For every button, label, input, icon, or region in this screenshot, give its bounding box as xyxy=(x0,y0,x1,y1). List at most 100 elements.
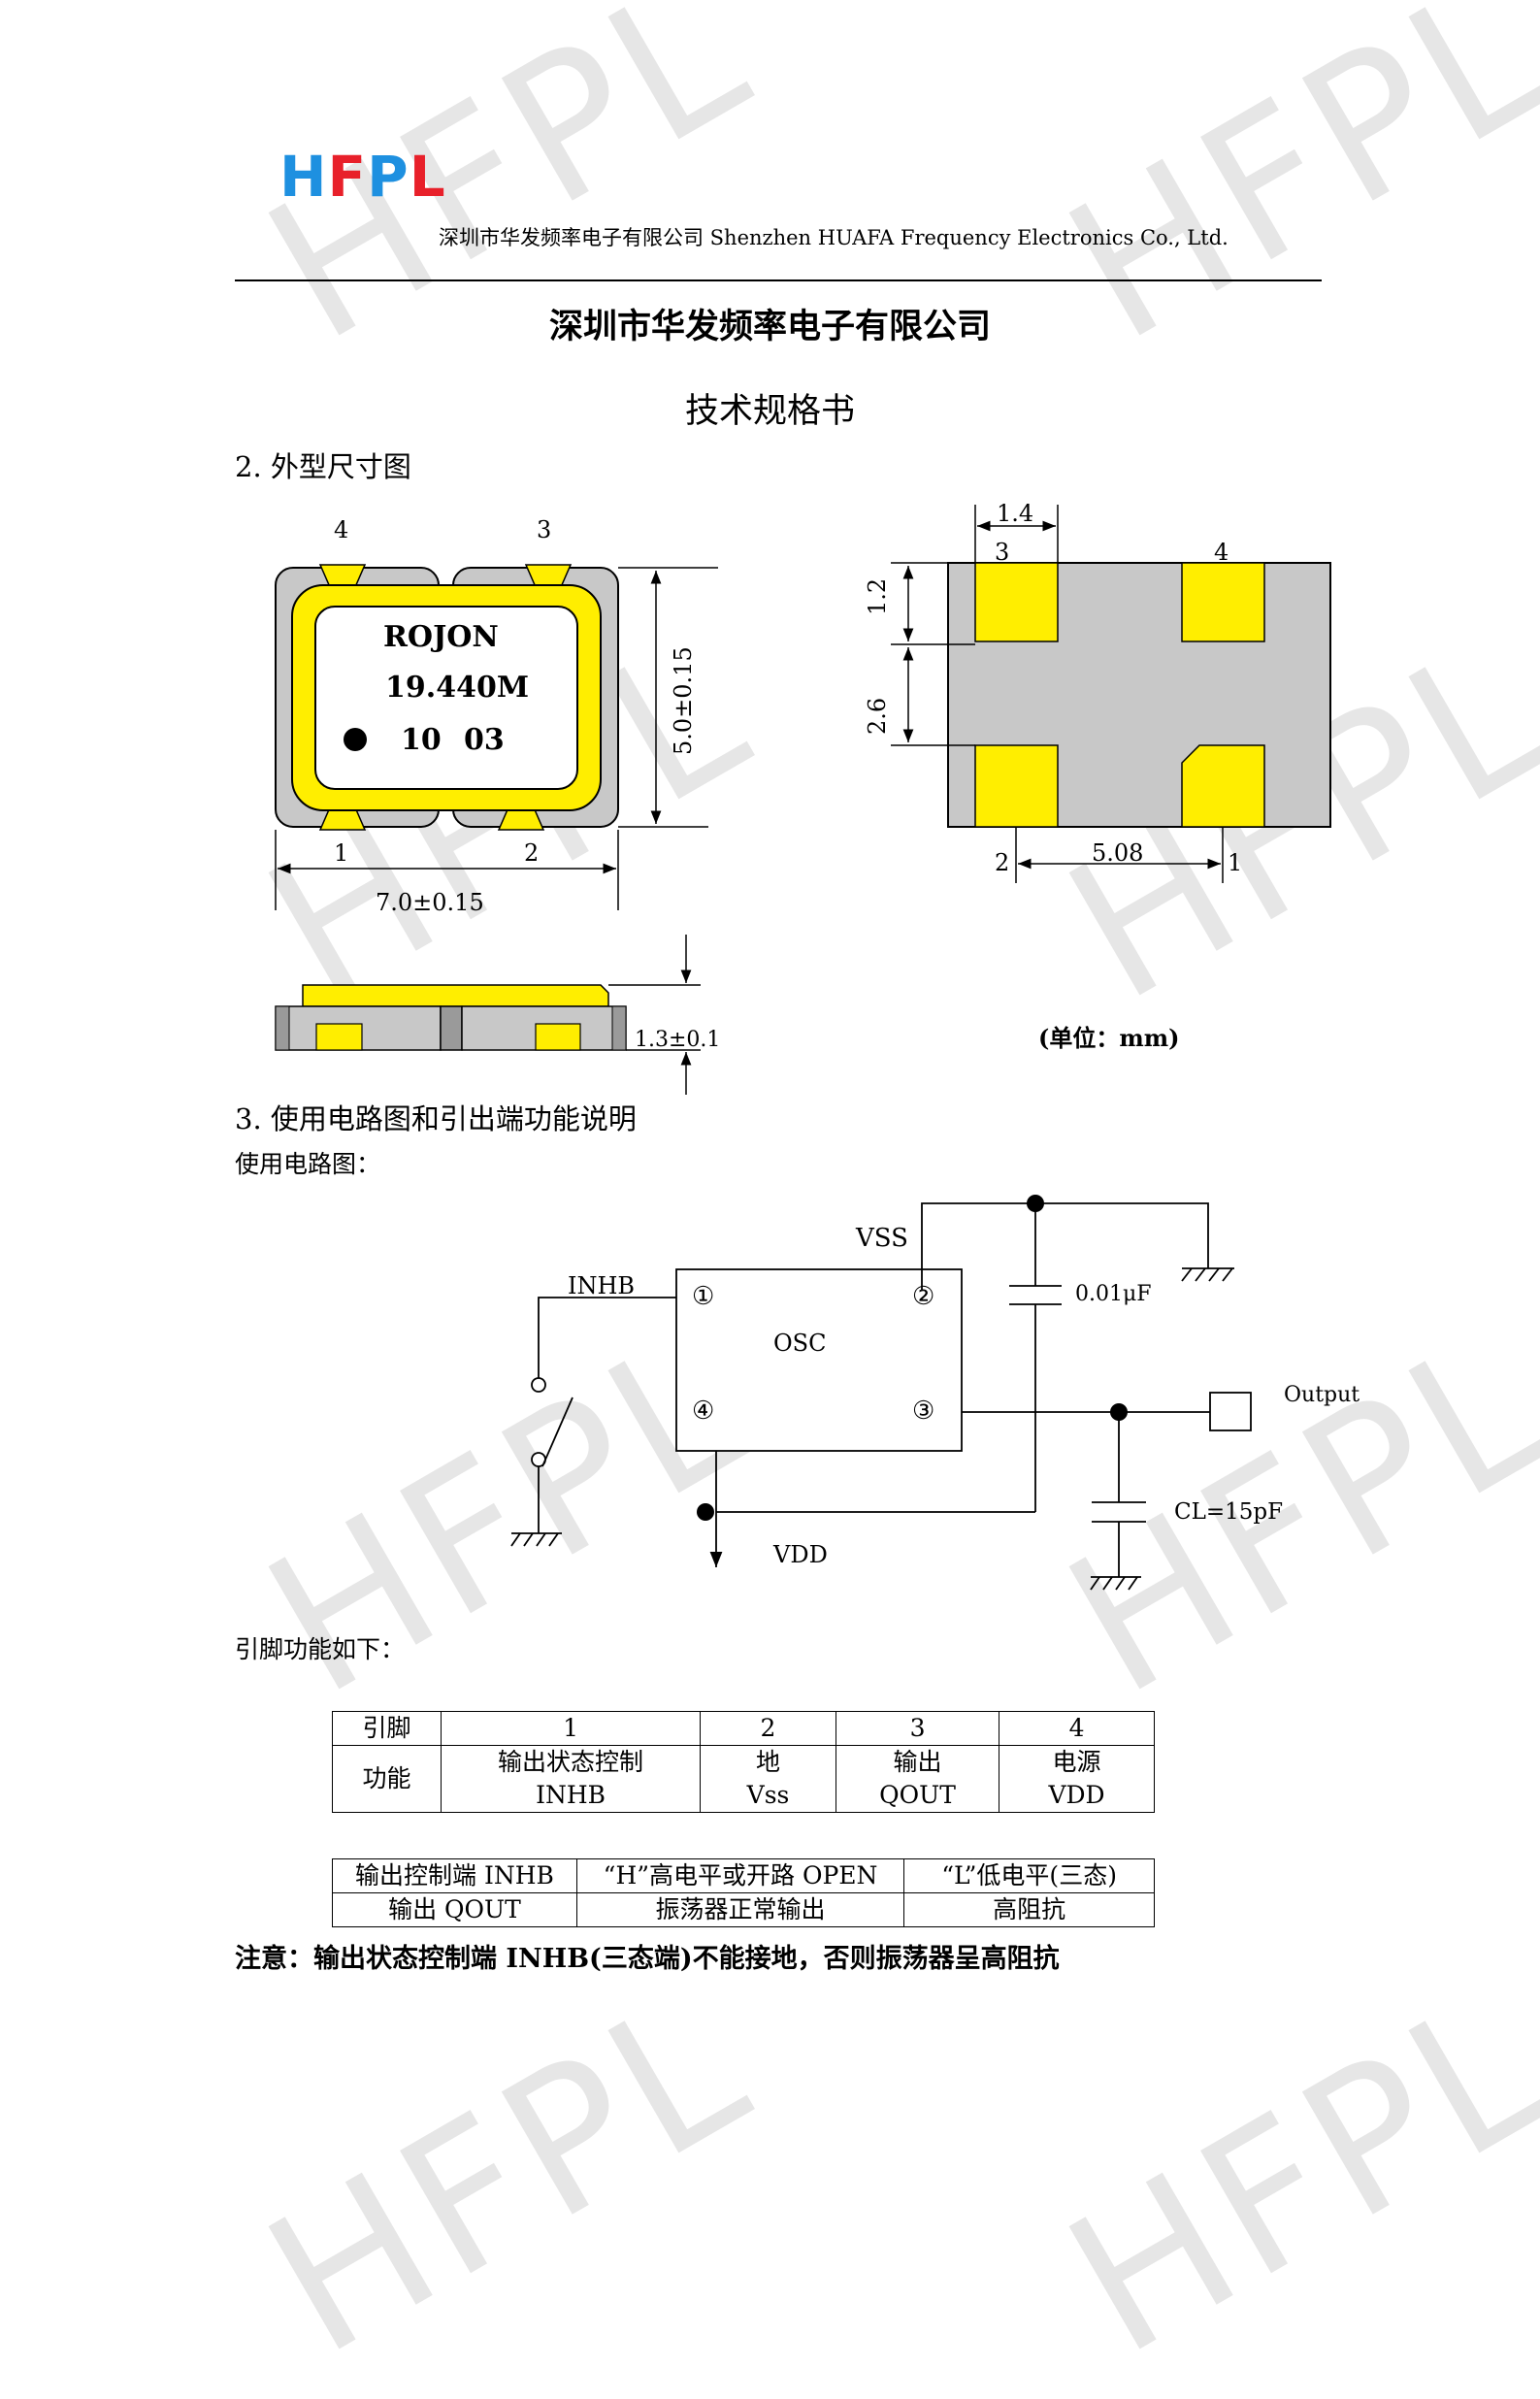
table-cell: 电源 VDD xyxy=(999,1745,1155,1813)
marking-frequency: 19.440M xyxy=(385,671,529,705)
pin1-label: ① xyxy=(692,1282,714,1311)
table-cell: 2 xyxy=(700,1711,836,1746)
application-circuit: VSS INHB OSC ① ② ④ ③ 0.01μF Output CL=15… xyxy=(510,1195,1360,1591)
pin-label-3: 3 xyxy=(537,516,551,543)
pad-4 xyxy=(1181,562,1265,642)
load-ground-hatch xyxy=(1102,1576,1113,1591)
logo-letter-l: L xyxy=(409,144,446,210)
marking-code-a: 10 xyxy=(401,723,442,757)
pin4-label: ④ xyxy=(692,1397,714,1426)
thickness-dimension: 1.3±0.1 xyxy=(635,1028,720,1052)
vdd-label: VDD xyxy=(772,1541,828,1568)
vss-ground-hatch xyxy=(1222,1267,1233,1282)
table-cell: 输出状态控制 INHB xyxy=(441,1745,702,1813)
lid-face xyxy=(314,606,578,790)
table-cell: 引脚 xyxy=(331,1711,442,1746)
dim-pad-height: 1.2 xyxy=(864,578,891,615)
header-rule xyxy=(235,279,1322,281)
inhb-ground-hatch xyxy=(523,1532,534,1547)
marking-brand: ROJON xyxy=(383,620,499,654)
pin-label-1: 1 xyxy=(334,839,348,867)
company-line: 深圳市华发频率电子有限公司 Shenzhen HUAFA Frequency E… xyxy=(439,226,1229,249)
unit-note: (单位：mm) xyxy=(1038,1024,1180,1052)
table-cell: 输出 QOUT xyxy=(332,1892,577,1927)
pin-function-heading: 引脚功能如下： xyxy=(235,1635,406,1663)
table-row: 功能 输出状态控制 INHB 地 Vss 输出 QOUT 电源 VDD xyxy=(331,1745,1155,1813)
load-ground-hatch xyxy=(1090,1576,1100,1591)
function-symbol: INHB xyxy=(536,1781,606,1809)
logo-letter-h: H xyxy=(279,144,328,210)
function-name: 输出状态控制 xyxy=(498,1748,644,1776)
inhb-switch[interactable] xyxy=(541,1397,573,1467)
table-cell: 地 Vss xyxy=(700,1745,836,1813)
height-dimension: 5.0±0.15 xyxy=(670,646,697,755)
dimension-drawing: ROJON 19.440M 10 03 4 3 1 2 7.0±0.15 5.0… xyxy=(275,500,1331,1095)
inhb-ground-hatch xyxy=(510,1532,521,1547)
page-subtitle: 技术规格书 xyxy=(684,392,855,431)
junction-dot xyxy=(697,1503,714,1521)
load-ground-hatch xyxy=(1128,1576,1138,1591)
vss-ground-hatch xyxy=(1208,1267,1220,1282)
watermark: HFPL xyxy=(1033,1950,1540,2399)
dim-pitch-horizontal: 5.08 xyxy=(1092,839,1143,867)
vss-label: VSS xyxy=(855,1224,908,1253)
vss-ground-hatch xyxy=(1181,1267,1193,1282)
table-cell: 高阻抗 xyxy=(903,1892,1155,1927)
side-view: 1.3±0.1 xyxy=(275,935,720,1095)
output-control-table: 输出控制端 INHB “H”高电平或开路 OPEN “L”低电平(三态) 输出 … xyxy=(332,1858,1155,1927)
dim-pitch-vertical: 2.6 xyxy=(864,698,891,735)
pad-label-4: 4 xyxy=(1214,539,1229,566)
inhb-label: INHB xyxy=(568,1272,635,1299)
table-cell: 输出控制端 INHB xyxy=(332,1858,577,1893)
side-base-mid xyxy=(440,1005,463,1051)
pin-label-4: 4 xyxy=(334,516,348,543)
function-name: 电源 xyxy=(1052,1748,1101,1776)
section-2-heading: 2. 外型尺寸图 xyxy=(235,450,411,483)
load-cap-label: CL=15pF xyxy=(1174,1499,1283,1525)
table-cell: 1 xyxy=(441,1711,702,1746)
switch-contact xyxy=(531,1377,546,1393)
warning-note: 注意：输出状态控制端 INHB(三态端)不能接地，否则振荡器呈高阻抗 xyxy=(235,1944,1060,1974)
function-name: 输出 xyxy=(893,1748,942,1776)
table-cell: 3 xyxy=(835,1711,1000,1746)
pad-label-1: 1 xyxy=(1228,849,1242,876)
table-row: 引脚 1 2 3 4 xyxy=(331,1711,1155,1746)
logo-letter-p: P xyxy=(367,144,410,210)
pin-function-table: 引脚 1 2 3 4 功能 输出状态控制 INHB 地 Vss 输出 QOUT 电源 V… xyxy=(331,1711,1155,1813)
function-name: 地 xyxy=(756,1748,781,1776)
function-symbol: QOUT xyxy=(879,1781,956,1809)
bypass-cap-label: 0.01μF xyxy=(1075,1282,1152,1306)
table-cell: 振荡器正常输出 xyxy=(575,1892,905,1927)
table-cell: 功能 xyxy=(331,1745,442,1813)
table-cell: 输出 QOUT xyxy=(835,1745,1000,1813)
vss-wire xyxy=(921,1202,1209,1291)
pin1-dot xyxy=(344,728,367,751)
table-row: 输出 QOUT 振荡器正常输出 高阻抗 xyxy=(332,1892,1155,1927)
pad-3 xyxy=(974,562,1059,642)
pad-label-2: 2 xyxy=(995,849,1009,876)
inhb-ground-hatch xyxy=(548,1532,559,1547)
circuit-subheading: 使用电路图： xyxy=(235,1150,381,1178)
bottom-view: 3 4 2 1 1.4 1.2 2.6 5.08 xyxy=(864,500,1331,883)
function-symbol: VDD xyxy=(1048,1781,1105,1809)
junction-dot xyxy=(1110,1403,1128,1421)
pad-label-3: 3 xyxy=(995,539,1009,566)
side-edge-left xyxy=(275,1005,290,1051)
top-view: ROJON 19.440M 10 03 4 3 1 2 7.0±0.15 5.0… xyxy=(275,516,718,916)
function-symbol: Vss xyxy=(746,1781,790,1809)
output-terminal[interactable] xyxy=(1209,1392,1252,1431)
table-cell: “L”低电平(三态) xyxy=(903,1858,1155,1893)
side-pad-right xyxy=(535,1023,581,1051)
section-3-heading: 3. 使用电路图和引出端功能说明 xyxy=(235,1102,637,1135)
load-ground-hatch xyxy=(1115,1576,1126,1591)
side-lid xyxy=(302,984,609,1007)
pin2-label: ② xyxy=(912,1282,934,1311)
pad-2 xyxy=(974,744,1059,828)
page-title: 深圳市华发频率电子有限公司 xyxy=(548,308,991,346)
inhb-ground-hatch xyxy=(536,1532,546,1547)
company-logo: HFPL xyxy=(279,144,446,210)
vss-ground-hatch xyxy=(1195,1267,1206,1282)
width-dimension: 7.0±0.15 xyxy=(376,889,484,916)
side-pad-left xyxy=(315,1023,363,1051)
output-label: Output xyxy=(1284,1383,1360,1407)
